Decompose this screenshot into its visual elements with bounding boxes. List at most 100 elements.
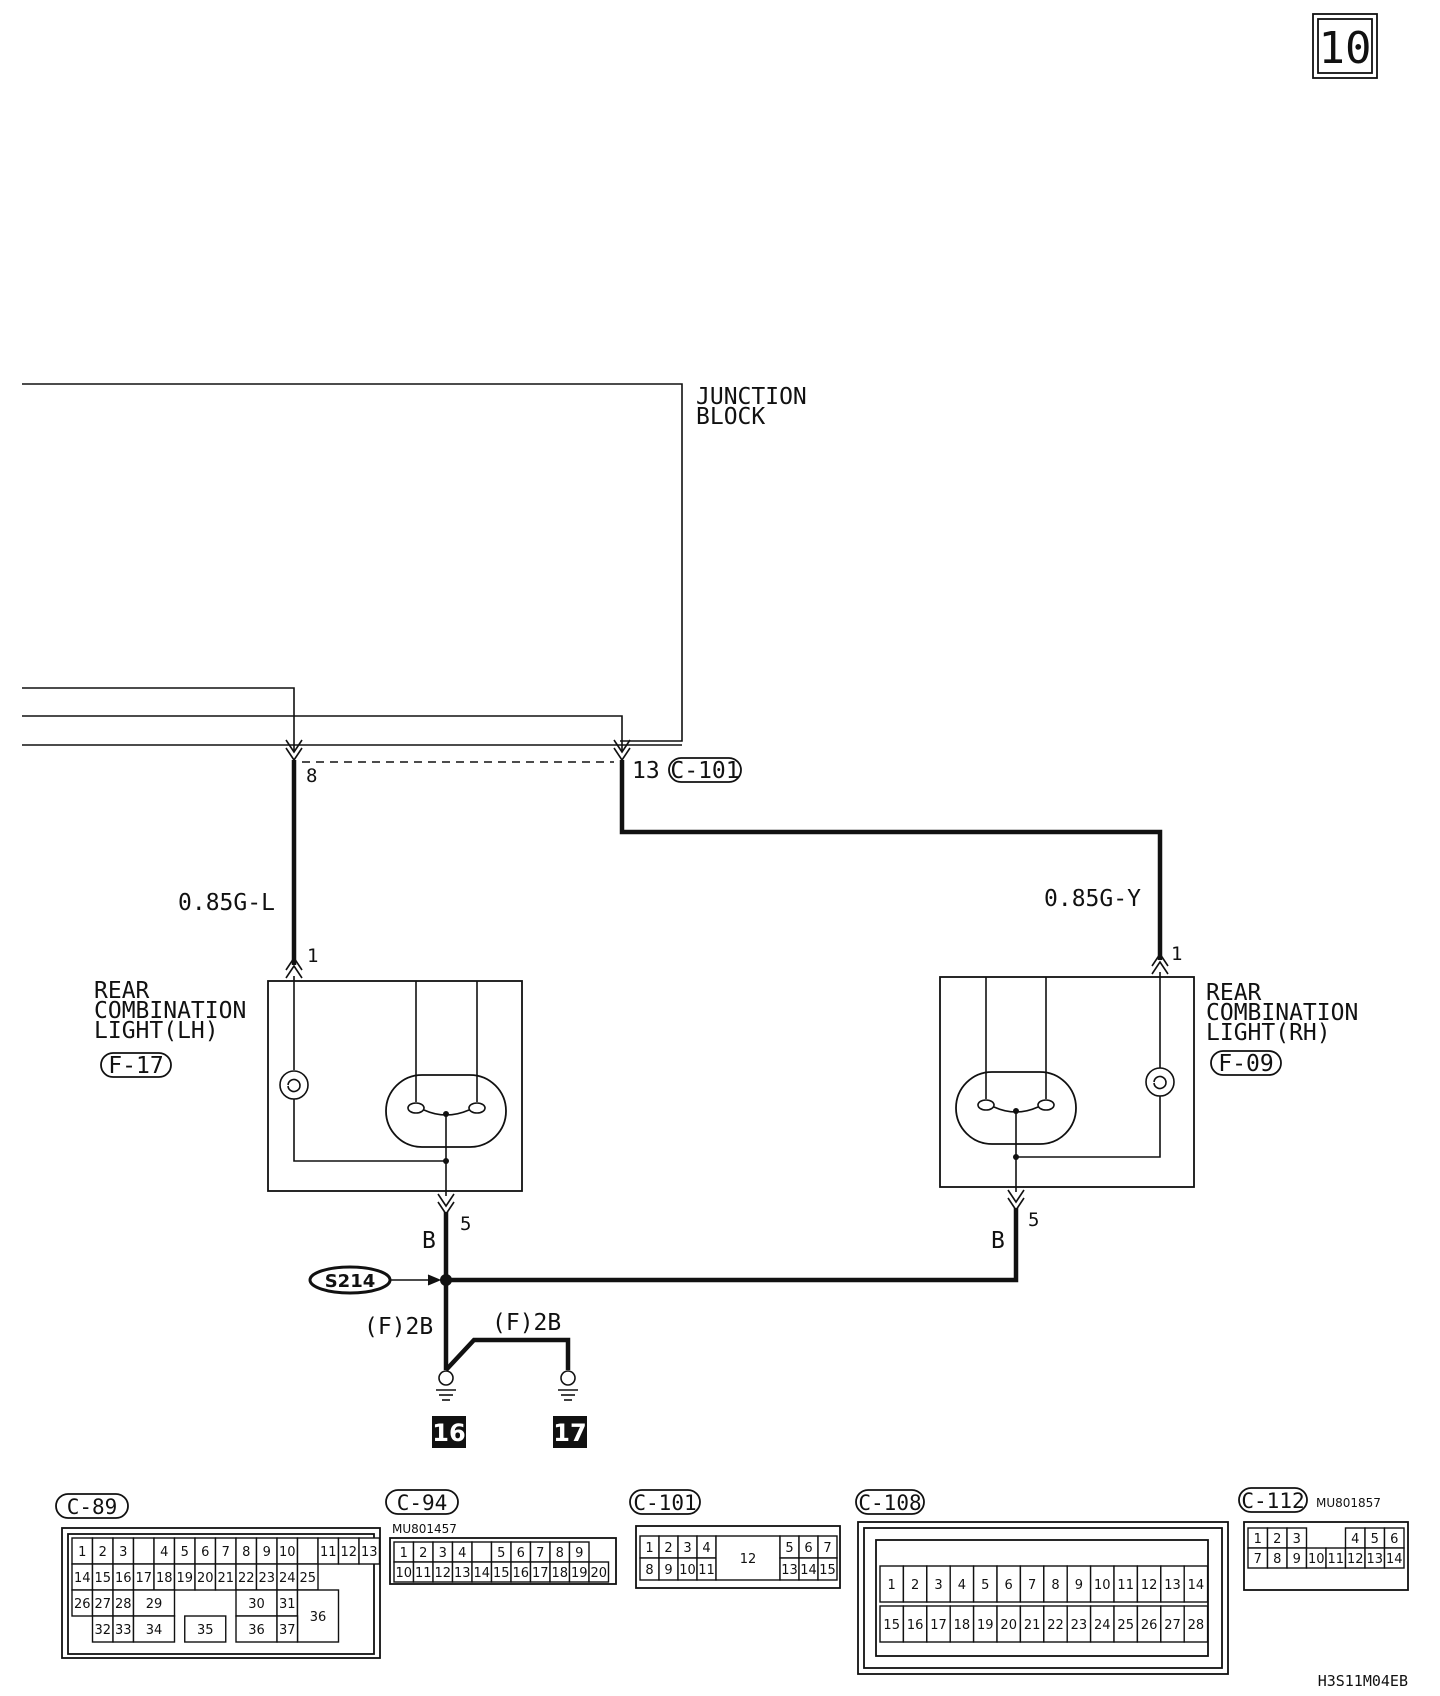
c108-pin-14-cell <box>1183 1565 1209 1603</box>
c101-pin-8-label: 8 <box>645 1563 653 1578</box>
junction-block-label-1: JUNCTION <box>696 384 807 410</box>
c108-pin-5-label: 5 <box>981 1578 989 1593</box>
connector-c101-title: C-101 <box>633 1491 696 1515</box>
c108-pin-16-label: 16 <box>907 1618 924 1633</box>
c94-pin-20-cell <box>588 1561 610 1583</box>
lamp-lh-label-3: LIGHT(LH) <box>94 1018 219 1044</box>
c94-pin-9-label: 9 <box>575 1546 583 1561</box>
splice-s214: S214 <box>308 1265 442 1295</box>
svg-text:17: 17 <box>553 1419 586 1447</box>
c108-pin-26-label: 26 <box>1141 1618 1158 1633</box>
c108-pin-19-label: 19 <box>977 1618 994 1633</box>
ground-16-icon <box>436 1370 456 1401</box>
c89-pin-34-label: 34 <box>146 1623 163 1638</box>
c112-pin-10-label: 10 <box>1308 1552 1325 1567</box>
rear-combination-light-lh <box>267 976 523 1196</box>
junction-internal-wires <box>22 687 682 763</box>
c108-pin-9-label: 9 <box>1075 1578 1083 1593</box>
c94-pin-2-label: 2 <box>419 1546 427 1561</box>
c101-pin-12-label: 12 <box>740 1552 757 1567</box>
c94-pin-20-label: 20 <box>590 1566 607 1581</box>
c112-pin-2-label: 2 <box>1273 1532 1281 1547</box>
c94-pin-18-label: 18 <box>551 1566 568 1581</box>
lamp-bulb-small-rh-icon <box>1145 1067 1175 1097</box>
lamp-lh-label-2: COMBINATION <box>94 998 246 1024</box>
junction-block-outline <box>22 383 683 742</box>
pin-8-label: 8 <box>306 765 317 787</box>
c108-pin-7-label: 7 <box>1028 1578 1036 1593</box>
c108-pin-20-label: 20 <box>1000 1618 1017 1633</box>
c89-pin-13-cell <box>358 1537 381 1565</box>
svg-text:S214: S214 <box>325 1271 376 1292</box>
c108-pin-21-label: 21 <box>1024 1618 1041 1633</box>
c108-pin-11-label: 11 <box>1117 1578 1134 1593</box>
pin-1-rh-label: 1 <box>1171 943 1182 965</box>
c101-pin-14-label: 14 <box>800 1563 817 1578</box>
c101-pin-2-label: 2 <box>664 1541 672 1556</box>
c112-pin-12-label: 12 <box>1347 1552 1364 1567</box>
svg-text:F-09: F-09 <box>1218 1051 1273 1077</box>
c89-pin-37-label: 37 <box>279 1623 296 1638</box>
pin-5-lh-label: 5 <box>460 1213 471 1235</box>
c89-pin-34-cell <box>132 1615 176 1643</box>
c89-pin-7-label: 7 <box>222 1545 230 1560</box>
c108-pin-8-label: 8 <box>1051 1578 1059 1593</box>
c112-pin-3-label: 3 <box>1293 1532 1301 1547</box>
c94-pin-16-label: 16 <box>512 1566 529 1581</box>
c89-pin-16-label: 16 <box>115 1571 132 1586</box>
page-number-box: 10 <box>1312 13 1378 79</box>
c101-pin-11-label: 11 <box>698 1563 715 1578</box>
c94-pin-6-label: 6 <box>517 1546 525 1561</box>
page-number: 10 <box>1319 23 1372 74</box>
c89-pin-22-label: 22 <box>238 1571 255 1586</box>
wire-rh-feed <box>619 760 1163 960</box>
c89-pin-9-label: 9 <box>263 1545 271 1560</box>
c89-pin-15-label: 15 <box>94 1571 111 1586</box>
c108-pin-2-label: 2 <box>911 1578 919 1593</box>
connector-c108-title: C-108 <box>858 1491 921 1515</box>
pin-13-label: 13 <box>632 758 660 784</box>
lamp-rh-label-3: LIGHT(RH) <box>1206 1020 1331 1046</box>
c89-pin-25-label: 25 <box>299 1571 316 1586</box>
c89-pin-31-label: 31 <box>279 1597 296 1612</box>
c108-pin-15-label: 15 <box>883 1618 900 1633</box>
c101-pin-3-label: 3 <box>683 1541 691 1556</box>
c89-pin-18-label: 18 <box>156 1571 173 1586</box>
c101-pin-9-label: 9 <box>664 1563 672 1578</box>
c89-pin-big-label: 36 <box>310 1610 327 1625</box>
c108-pin-27-label: 27 <box>1164 1618 1181 1633</box>
c94-pin-11-label: 11 <box>415 1566 432 1581</box>
c89-pin-19-label: 19 <box>176 1571 193 1586</box>
c108-pin-24-label: 24 <box>1094 1618 1111 1633</box>
c112-pin-11-label: 11 <box>1327 1552 1344 1567</box>
c108-pin-18-label: 18 <box>954 1618 971 1633</box>
c108-pin-6-label: 6 <box>1005 1578 1013 1593</box>
c108-pin-28-cell <box>1183 1605 1209 1643</box>
wire-lh-ground-label: B <box>422 1228 436 1254</box>
c108-pin-23-label: 23 <box>1071 1618 1088 1633</box>
c89-pin-10-label: 10 <box>279 1545 296 1560</box>
c89-pin-11-label: 11 <box>320 1545 337 1560</box>
c101-pin-15-label: 15 <box>819 1563 836 1578</box>
c89-pin-14-label: 14 <box>74 1571 91 1586</box>
c89-blank-b-cell <box>296 1537 319 1565</box>
connector-c94-part: MU801457 <box>392 1522 457 1536</box>
c112-pin-1-label: 1 <box>1254 1532 1262 1547</box>
c101-pin-1-label: 1 <box>645 1541 653 1556</box>
lamp-rh-connector-ref: F-09 <box>1210 1050 1282 1077</box>
c112-pin-4-label: 4 <box>1351 1532 1359 1547</box>
c94-pin-5-label: 5 <box>497 1546 505 1561</box>
c89-pin-24-label: 24 <box>279 1571 296 1586</box>
c89-pin-4-label: 4 <box>160 1545 168 1560</box>
c89-pin-5-label: 5 <box>181 1545 189 1560</box>
c89-pin-20-label: 20 <box>197 1571 214 1586</box>
connector-c112-title: C-112 <box>1241 1489 1304 1513</box>
c94-pin-12-label: 12 <box>434 1566 451 1581</box>
c101-pin-7-label: 7 <box>823 1541 831 1556</box>
c94-pin-8-label: 8 <box>556 1546 564 1561</box>
c112-pin-9-label: 9 <box>1293 1552 1301 1567</box>
c89-pin-1-label: 1 <box>78 1545 86 1560</box>
